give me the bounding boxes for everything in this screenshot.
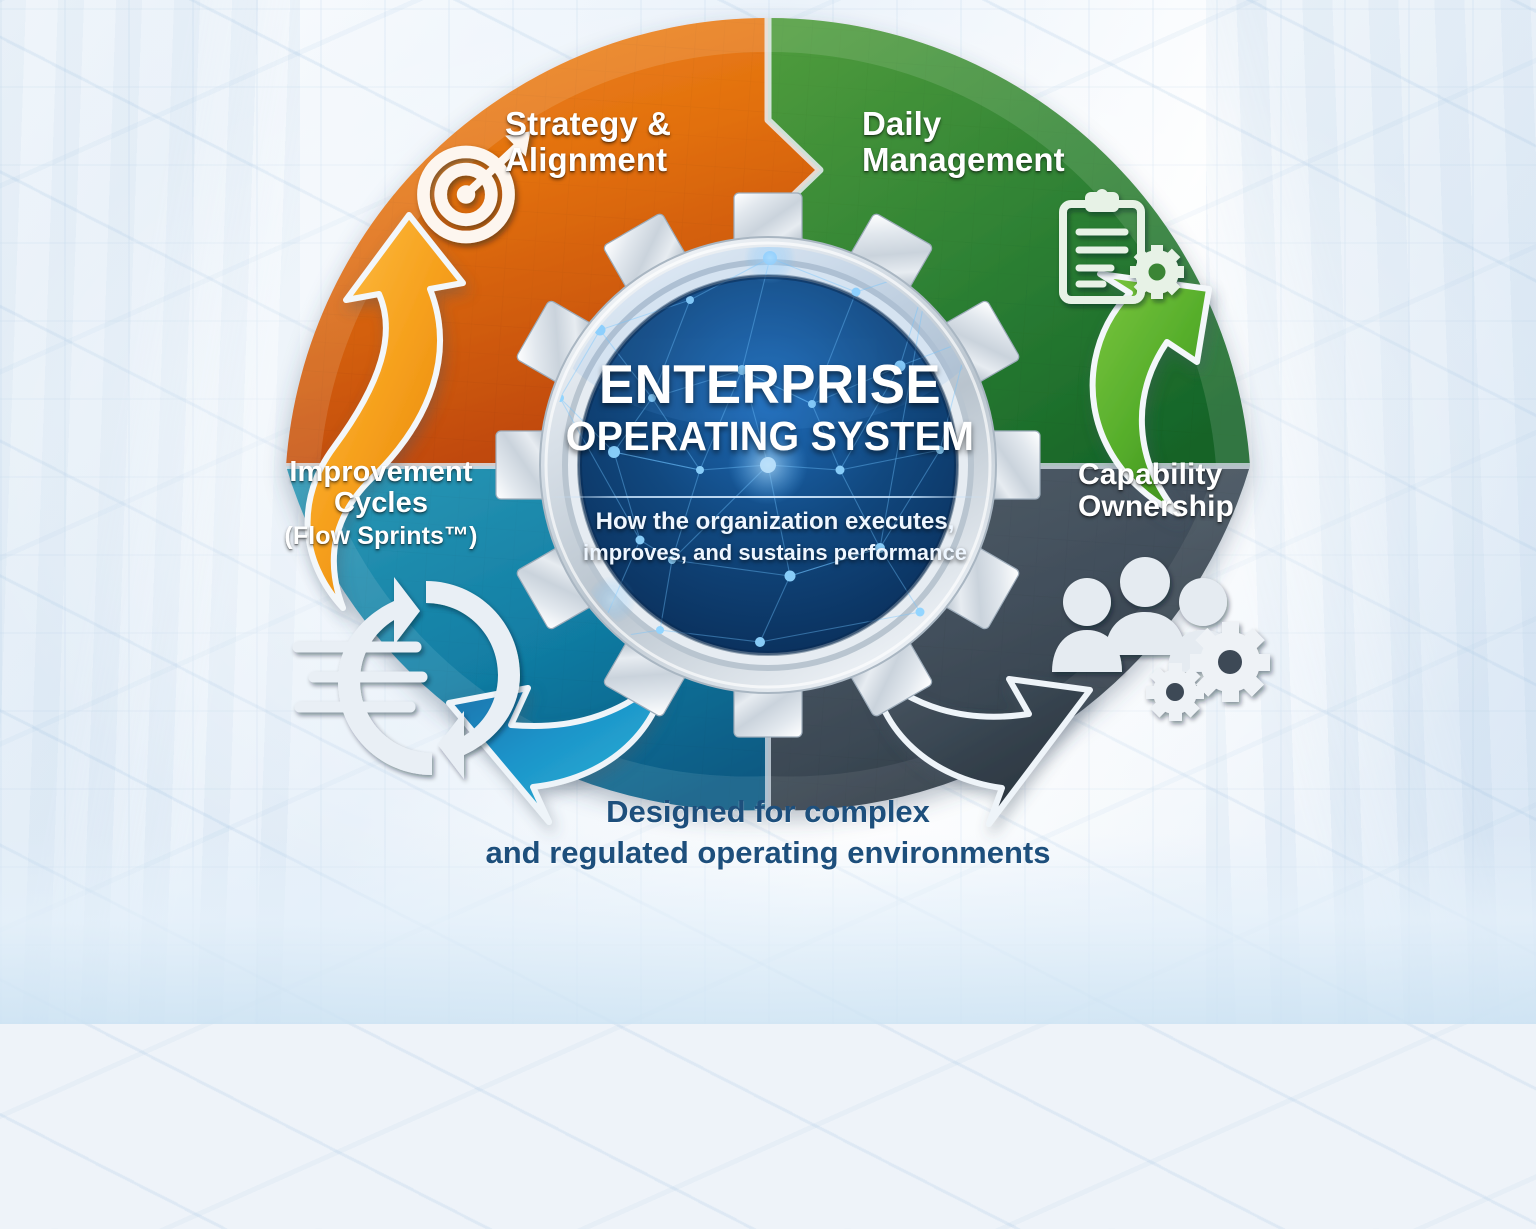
hub-tagline-line-2: improves, and sustains performance — [583, 539, 967, 565]
label-line-2: Alignment — [505, 140, 668, 178]
hub-divider-rule — [548, 496, 992, 498]
people-gears-icon — [1052, 557, 1270, 721]
quadrant-label-daily-management: Daily Management — [862, 106, 1092, 177]
hub-title-line-2: OPERATING SYSTEM — [565, 412, 975, 459]
caption-line-1: Designed for complex — [606, 794, 930, 829]
hub-title: ENTERPRISE OPERATING SYSTEM — [530, 353, 1010, 459]
label-line-2: Cycles — [333, 487, 429, 520]
arrow-daily-to-capability — [1089, 271, 1212, 517]
background-floor-gradient — [0, 834, 1536, 1024]
bottom-caption: Designed for complex and regulated opera… — [368, 792, 1168, 874]
label-line-1: Daily — [862, 105, 942, 142]
target-bullseye-icon — [417, 131, 531, 244]
label-line-2: Management — [862, 140, 1065, 178]
cycle-wheel-graphic — [286, 17, 1270, 827]
hub-title-line-1: ENTERPRISE — [598, 353, 942, 415]
cycle-arrows-speed-icon — [292, 577, 520, 779]
label-line-1: Capability — [1078, 458, 1223, 491]
center-gear — [495, 192, 1041, 738]
hub-tagline-line-1: How the organization executes, — [595, 508, 955, 535]
label-line-2: Ownership — [1078, 490, 1234, 524]
label-line-1: Improvement — [289, 456, 473, 488]
quadrant-label-improvement-cycles: Improvement Cycles (Flow Sprints™) — [276, 456, 486, 551]
enterprise-operating-system-diagram: Strategy & Alignment Daily Management Ca… — [276, 17, 1278, 874]
clipboard-gear-icon — [1059, 189, 1184, 304]
arrow-improvement-to-strategy — [304, 212, 466, 611]
quadrant-label-strategy-alignment: Strategy & Alignment — [505, 106, 715, 177]
quadrant-label-capability-ownership: Capability Ownership — [1078, 458, 1278, 524]
hub-tagline: How the organization executes, improves,… — [540, 506, 1010, 567]
label-line-3: (Flow Sprints™) — [284, 521, 478, 550]
caption-line-2: and regulated operating environments — [485, 834, 1051, 870]
label-line-1: Strategy & — [505, 105, 672, 142]
